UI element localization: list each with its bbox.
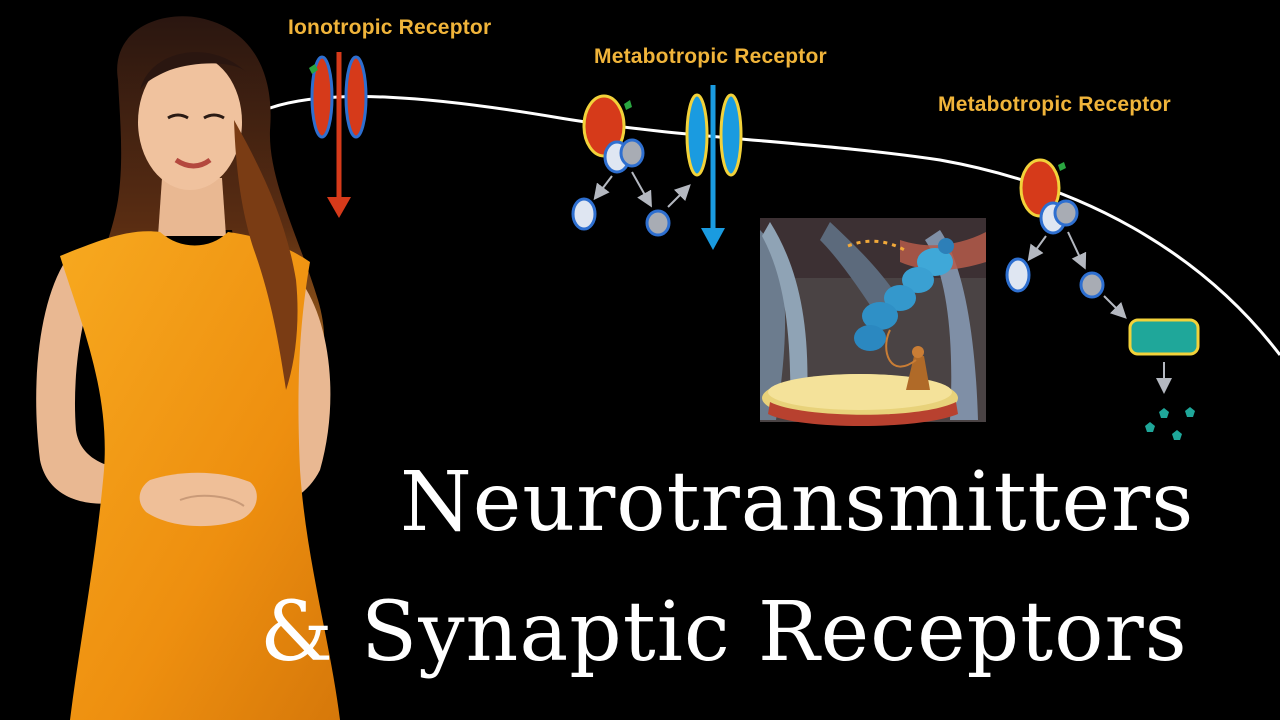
g-protein-coupled-receptor-icon bbox=[571, 94, 691, 237]
caterpillar-hookah-illustration bbox=[760, 218, 986, 426]
ion-channel-icon bbox=[309, 52, 368, 218]
second-messenger-icon bbox=[1145, 407, 1195, 440]
presenter-photo bbox=[36, 16, 340, 720]
ion-channel-icon bbox=[685, 85, 743, 250]
title-line-2: & Synaptic Receptors bbox=[260, 585, 1188, 680]
g-protein-coupled-receptor-icon bbox=[1005, 158, 1127, 319]
metabotropic-receptor-label: Metabotropic Receptor bbox=[594, 45, 827, 68]
metabotropic-receptor-label: Metabotropic Receptor bbox=[938, 93, 1171, 116]
cell-membrane-curve bbox=[269, 95, 1280, 356]
ionotropic-receptor-label: Ionotropic Receptor bbox=[288, 16, 492, 39]
title-line-1: Neurotransmitters bbox=[400, 455, 1195, 550]
effector-enzyme-icon bbox=[1128, 318, 1200, 356]
ligand-icon bbox=[309, 64, 318, 74]
